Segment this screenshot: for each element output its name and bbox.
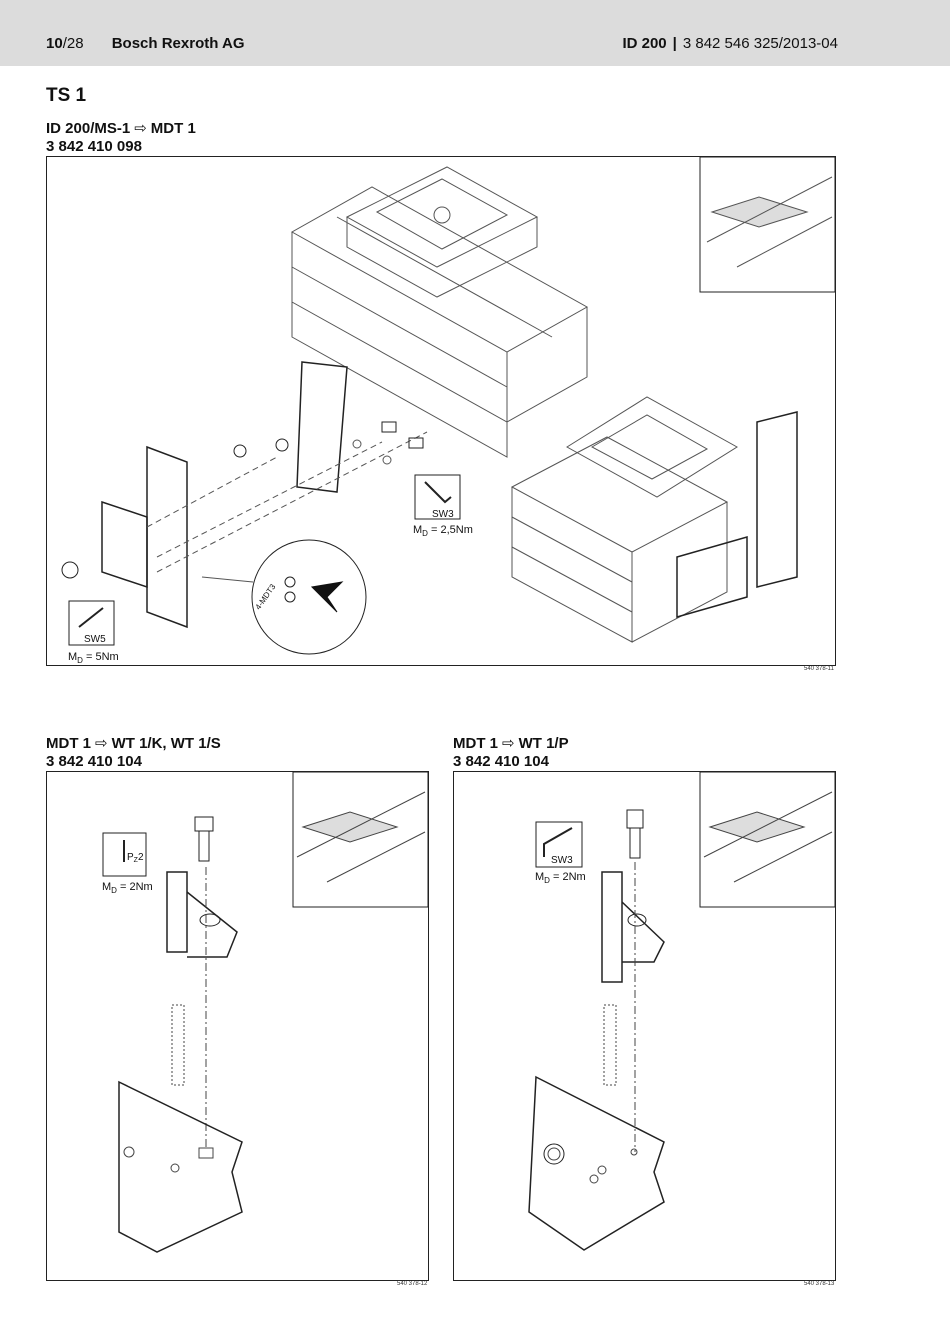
figure1-torque-a: MD = 2,5Nm (413, 524, 473, 538)
figure1-tool-b: SW5 (84, 634, 106, 645)
arrow-icon: ⇨ (502, 735, 515, 752)
figure1-drawing: SW3 MD = 2,5Nm SW5 MD = 5Nm 4-MDT3 (46, 156, 836, 666)
page-header: 10/28 Bosch Rexroth AG ID 200 | 3 842 546 … (0, 0, 950, 66)
figure3-drawing: SW3 MD = 2Nm (453, 771, 836, 1281)
figure2-part-number: 3 842 410 104 (46, 753, 142, 770)
figure1-detail-label: 4-MDT3 (254, 582, 278, 611)
figure2-tool: PZ2 (127, 852, 144, 864)
figure1-torque-b: MD = 5Nm (68, 651, 119, 665)
figure1-caption: ID 200/MS-1⇨MDT 1 3 842 410 098 (46, 120, 196, 156)
arrow-icon: ⇨ (134, 120, 147, 137)
page-total: /28 (62, 35, 84, 52)
page-number: 10 (46, 35, 63, 52)
figure1-ref: 540 378-11 (804, 666, 834, 672)
arrow-icon: ⇨ (95, 735, 108, 752)
figure2-illustration: PZ2 MD = 2Nm (102, 771, 429, 1253)
figure1-caption-from: ID 200/MS-1 (46, 120, 131, 137)
figure3-torque: MD = 2Nm (535, 871, 586, 885)
figure2-caption-from: MDT 1 (46, 735, 91, 752)
doc-number: 3 842 546 325/2013-04 (682, 35, 838, 52)
figure3-part-number: 3 842 410 104 (453, 753, 549, 770)
figure3-caption-from: MDT 1 (453, 735, 498, 752)
figure3-illustration: SW3 MD = 2Nm (528, 771, 836, 1251)
figure1-illustration: SW3 MD = 2,5Nm SW5 MD = 5Nm 4-MDT3 (61, 156, 836, 665)
figure2-caption: MDT 1⇨WT 1/K, WT 1/S 3 842 410 104 (46, 735, 221, 771)
figure2-ref: 540 378-12 (397, 1281, 428, 1287)
figure1-caption-to: MDT 1 (150, 120, 196, 137)
figure3-ref: 540 378-13 (804, 1281, 835, 1287)
doc-id: ID 200 (622, 35, 667, 52)
figure2-drawing: PZ2 MD = 2Nm (46, 771, 429, 1281)
header-right: ID 200 | 3 842 546 325/2013-04 (622, 35, 838, 52)
figure3-caption: MDT 1⇨WT 1/P 3 842 410 104 (453, 735, 569, 771)
figure3-caption-to: WT 1/P (518, 735, 569, 752)
figure1-tool-a: SW3 (432, 509, 454, 520)
figure1-part-number: 3 842 410 098 (46, 138, 142, 155)
section-title: TS 1 (46, 85, 87, 106)
figure2-torque: MD = 2Nm (102, 881, 153, 895)
header-left: 10/28 Bosch Rexroth AG (46, 35, 245, 52)
company-name: Bosch Rexroth AG (111, 35, 245, 52)
figure3-tool: SW3 (551, 855, 573, 866)
header-separator: | (672, 35, 677, 52)
figure2-caption-to: WT 1/K, WT 1/S (111, 735, 221, 752)
